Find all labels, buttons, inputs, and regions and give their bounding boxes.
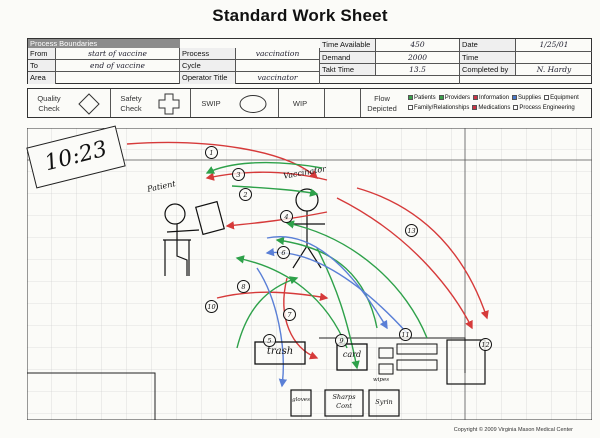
legend-swatch-icon (472, 105, 478, 110)
demand-value[interactable]: 2000 (376, 52, 460, 64)
step-number-marker: 13 (405, 224, 418, 237)
step-number-marker: 5 (263, 334, 276, 347)
safety-check-label: Safety Check (120, 94, 142, 113)
quality-check-label: Quality Check (37, 94, 61, 113)
from-value[interactable]: start of vaccine (56, 48, 180, 60)
grid-and-flow-svg (27, 128, 592, 420)
legend-label: Medications (478, 105, 511, 111)
card-label: card (342, 350, 362, 359)
swip-label: SWIP (201, 99, 221, 108)
legend-item: Medications (472, 103, 510, 113)
legend-item: Supplies (512, 93, 541, 103)
date-label: Date (460, 39, 516, 52)
completed-by-value[interactable]: N. Hardy (516, 64, 592, 76)
legend-swatch-icon (408, 95, 413, 100)
time-label: Time (460, 52, 516, 64)
legend-item: Providers (438, 93, 471, 103)
drawing-area: 10:23 Patient Vaccinator trash card Shar… (26, 125, 592, 420)
step-number-marker: 2 (239, 188, 252, 201)
step-number-marker: 9 (335, 334, 348, 347)
legend-swatch-icon (513, 105, 519, 110)
time-value[interactable] (516, 52, 592, 64)
legend-item: Equipment (544, 93, 579, 103)
legend-item: Family/Relationships (408, 103, 469, 113)
takt-time-label: Takt Time (320, 64, 376, 76)
legend-swatch-icon (473, 95, 479, 100)
wip-label: WIP (292, 99, 308, 108)
legend-label: Family/Relationships (414, 105, 470, 111)
flow-depicted-label: Flow Depicted (367, 94, 397, 113)
copyright: Copyright © 2009 Virginia Mason Medical … (453, 427, 573, 433)
header-blank-cell (320, 76, 460, 84)
swip-circle-icon (239, 95, 267, 113)
to-label: To (28, 60, 56, 72)
step-number-marker: 4 (280, 210, 293, 223)
patient-figure (163, 200, 225, 276)
step-number-marker: 3 (232, 168, 245, 181)
legend-item: Patients (408, 93, 436, 103)
symbols-row: Quality Check Safety Check SWIP WIP Flow… (27, 88, 592, 118)
cycle-label: Cycle (180, 60, 236, 72)
time-available-label: Time Available (320, 39, 376, 52)
time-available-value[interactable]: 450 (376, 39, 460, 52)
safety-cross-icon (158, 93, 180, 115)
legend-swatch-icon (438, 95, 444, 100)
area-label: Area (28, 72, 56, 84)
legend-swatch-icon (408, 105, 413, 110)
takt-time-value[interactable]: 13.5 (376, 64, 460, 76)
completed-by-label: Completed by (460, 64, 516, 76)
process-label: Process (180, 48, 236, 60)
legend-label: Patients (414, 95, 436, 101)
area-value[interactable] (56, 72, 180, 84)
legend-swatch-icon (512, 95, 518, 100)
wipes-label: wipes (372, 377, 390, 383)
step-number-marker: 6 (277, 246, 290, 259)
legend-label: Equipment (550, 95, 579, 101)
cycle-value[interactable] (236, 60, 320, 72)
from-label: From (28, 48, 56, 60)
process-boundaries-band: Process Boundaries (28, 39, 180, 48)
legend-item: Information (473, 93, 509, 103)
legend-label: Supplies (518, 95, 542, 101)
flow-legend: Patients Providers Information Supplies Equi… (408, 93, 582, 113)
page-title: Standard Work Sheet (212, 6, 388, 25)
legend-label: Information (479, 95, 510, 101)
step-number-marker: 7 (283, 308, 296, 321)
date-value[interactable]: 1/25/01 (516, 39, 592, 52)
gloves-label: gloves (292, 397, 310, 403)
step-number-marker: 1 (205, 146, 218, 159)
sharps-container-label: Sharps Cont (332, 393, 356, 410)
legend-item: Process Engineering (513, 103, 575, 113)
trash-label: trash (266, 346, 294, 357)
to-value[interactable]: end of vaccine (56, 60, 180, 72)
process-value[interactable]: vaccination (236, 48, 320, 60)
step-number-marker: 10 (205, 300, 218, 313)
step-number-marker: 11 (399, 328, 412, 341)
demand-label: Demand (320, 52, 376, 64)
header-table: Process Boundaries From start of vaccine… (27, 38, 592, 84)
legend-swatch-icon (544, 95, 550, 100)
operator-label: Operator Title (180, 72, 236, 84)
step-number-marker: 12 (479, 338, 492, 351)
legend-label: Providers (444, 95, 471, 101)
legend-label: Process Engineering (519, 105, 575, 111)
syringes-label: Syrin (375, 398, 393, 406)
quality-check-diamond-icon (78, 93, 100, 115)
operator-value[interactable]: vaccinator (236, 72, 320, 84)
step-number-marker: 8 (237, 280, 250, 293)
